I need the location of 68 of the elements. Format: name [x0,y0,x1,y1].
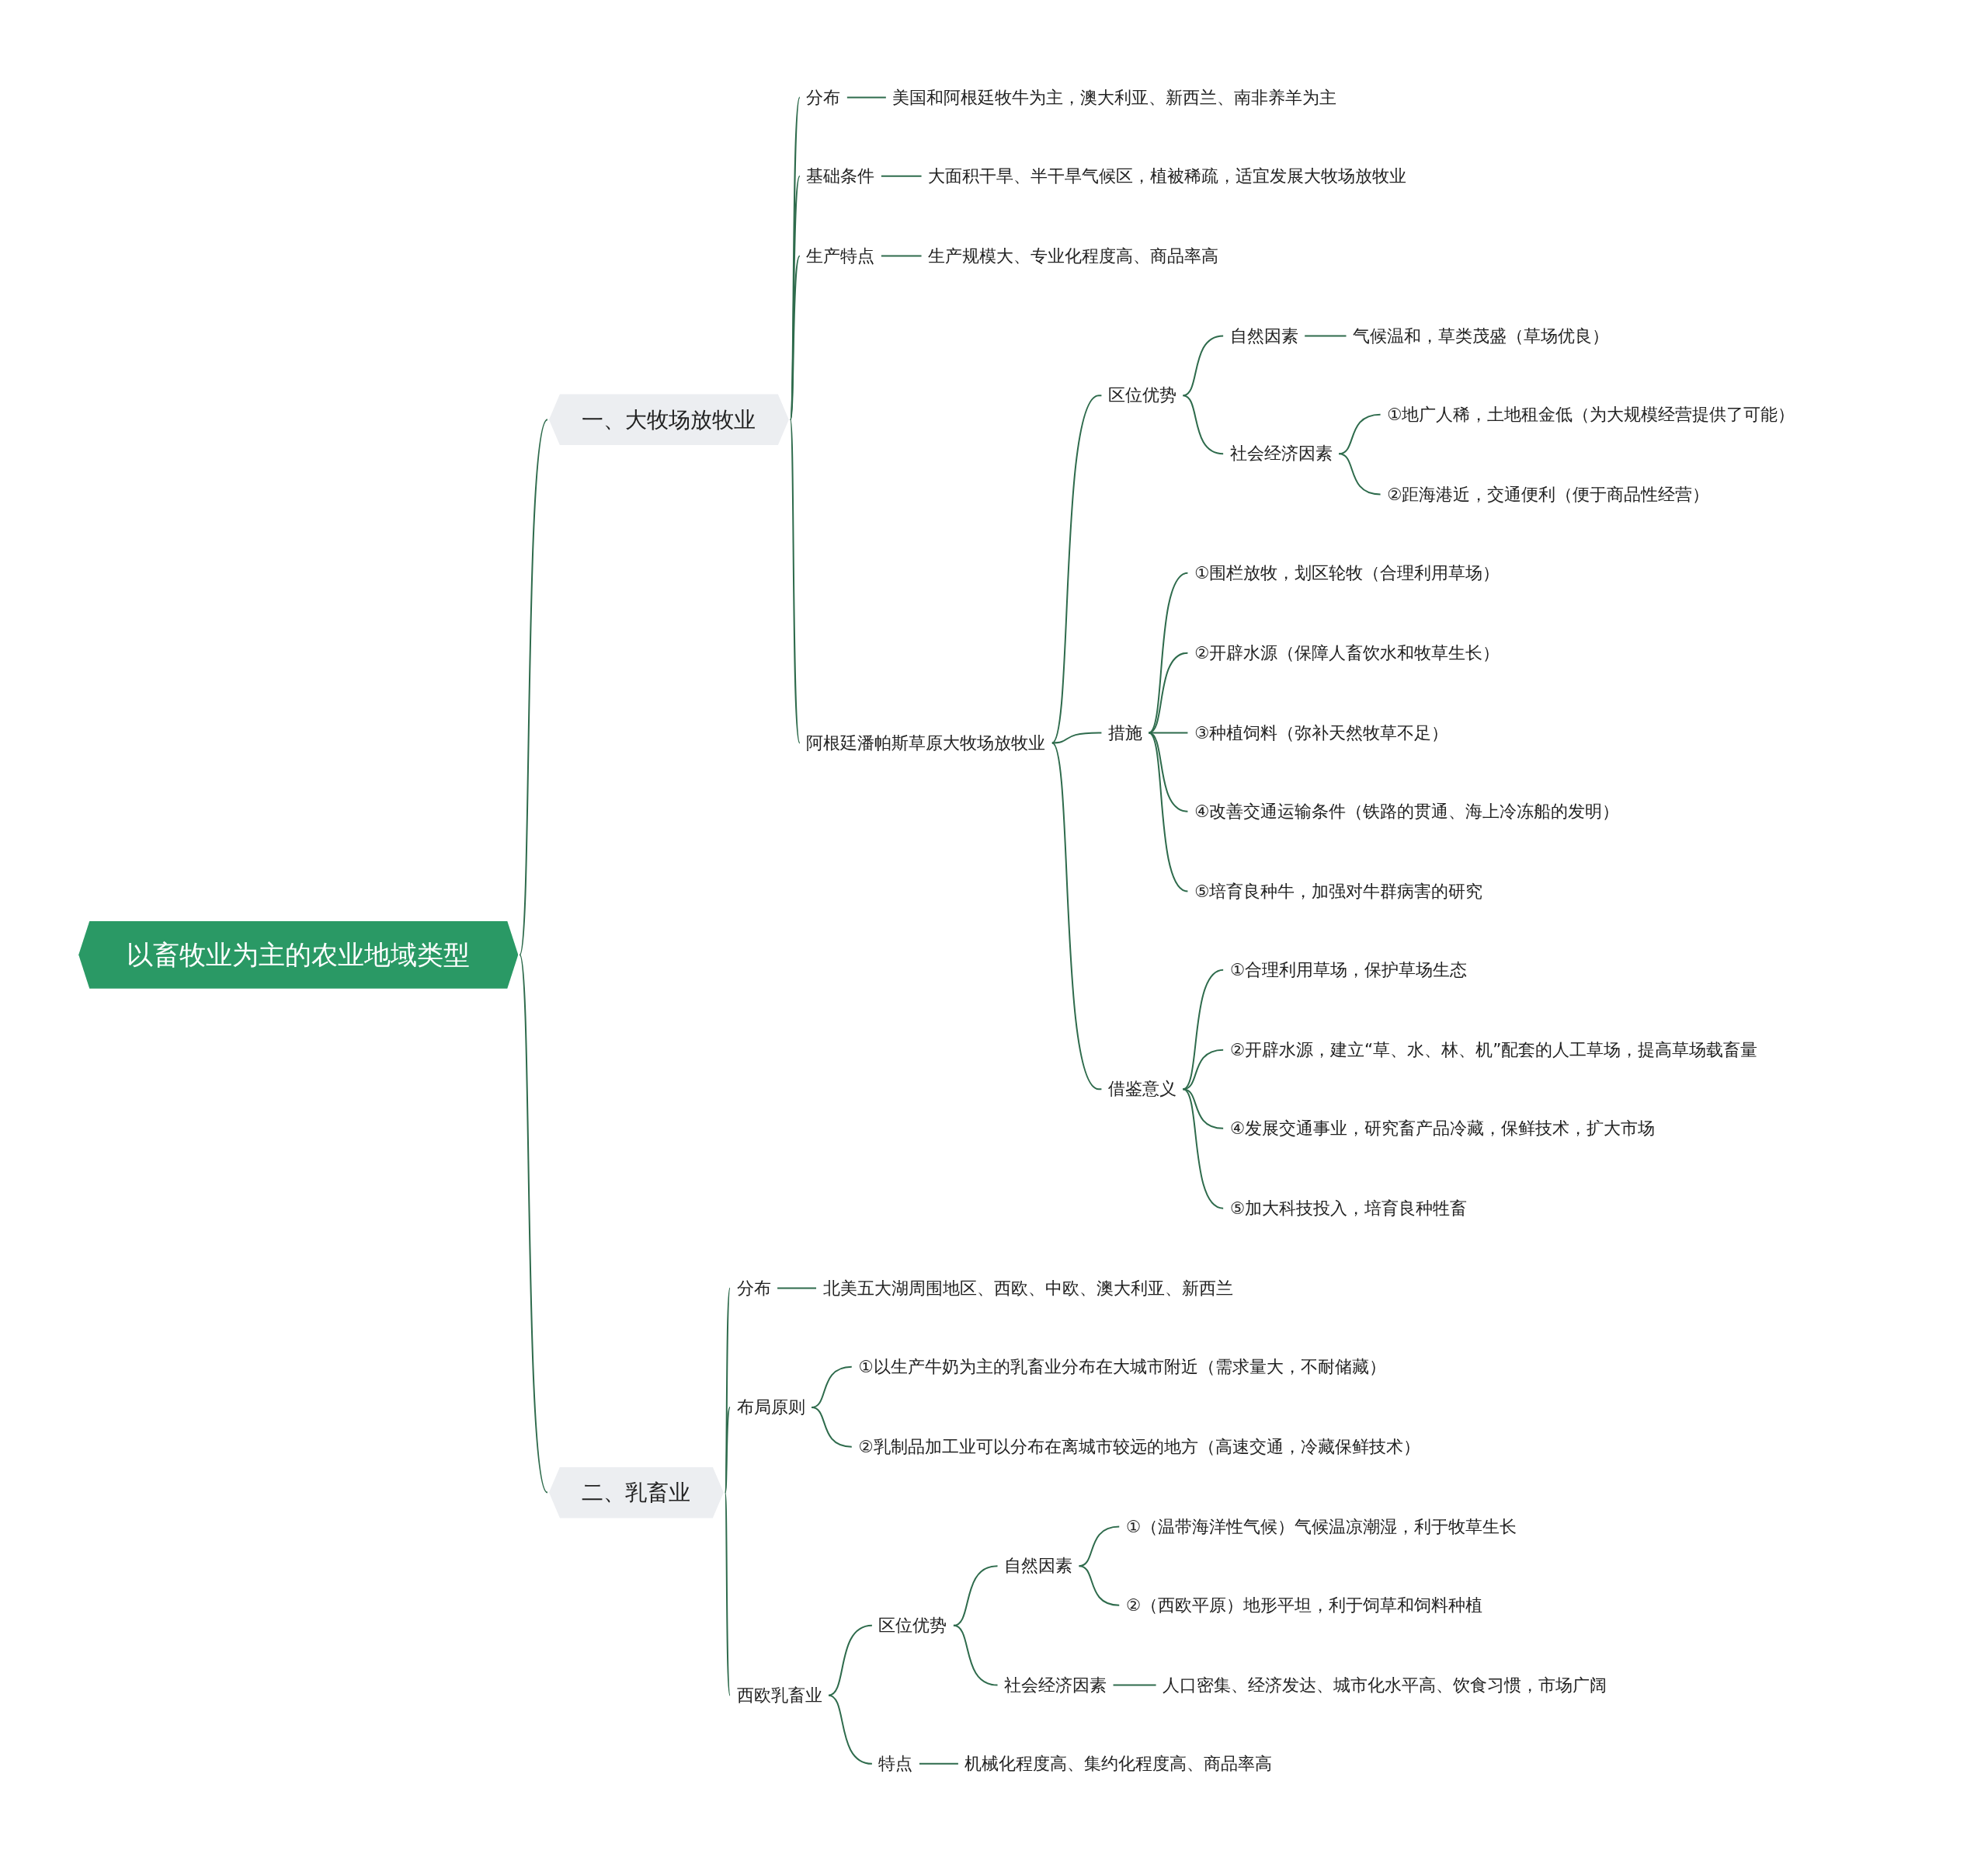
topic-label: 特点 [873,1750,918,1778]
topic-label: 基础条件 [801,162,880,190]
topic-label: 人口密集、经济发达、城市化水平高、饮食习惯，市场广阔 [1157,1671,1612,1699]
main-topic: 一、大牧场放牧业 [548,394,789,446]
connector-line [1051,395,1103,744]
topic-label: ④发展交通事业，研究畜产品冷藏，保鲜技术，扩大市场 [1225,1115,1660,1143]
connector-line [1304,335,1347,337]
topic-label: ②乳制品加工业可以分布在离城市较远的地方（高速交通，冷藏保鲜技术） [853,1432,1426,1461]
topic-label: 美国和阿根廷牧牛为主，澳大利亚、新西兰、南非养羊为主 [887,83,1342,112]
topic-label: 气候温和，草类茂盛（草场优良） [1347,322,1614,350]
topic-label: ②开辟水源，建立“草、水、林、机”配套的人工草场，提高草场载畜量 [1225,1035,1763,1064]
connector-line [789,255,801,421]
connector-line [789,419,801,744]
topic-label: 借鉴意义 [1103,1075,1182,1104]
connector-line [1338,453,1382,496]
topic-label: 自然因素 [1225,322,1304,350]
topic-label: ①以生产牛奶为主的乳畜业分布在大城市附近（需求量大，不耐储藏） [853,1353,1392,1381]
connector-line [724,1491,732,1696]
topic-label: 自然因素 [999,1552,1078,1580]
topic-label: 分布 [732,1274,777,1303]
topic-label: 机械化程度高、集约化程度高、商品率高 [959,1750,1277,1778]
topic-label: 布局原则 [732,1393,811,1421]
topic-label: ③种植饲料（弥补天然牧草不足） [1189,718,1454,747]
connector-line [1338,413,1382,455]
topic-label: 区位优势 [1103,381,1182,409]
connector-line [1112,1684,1157,1686]
topic-label: 大面积干旱、半干旱气候区，植被稀疏，适宜发展大牧场放牧业 [923,162,1412,190]
topic-label: 生产规模大、专业化程度高、商品率高 [923,242,1224,270]
connector-line [952,1624,999,1686]
connector-line [828,1624,873,1696]
connector-line [777,1287,818,1289]
topic-label: 社会经济因素 [999,1671,1112,1699]
connector-line [519,954,548,1494]
connector-line [1182,1088,1225,1129]
topic-label: ⑤加大科技投入，培育良种牲畜 [1225,1194,1472,1223]
topic-label: 社会经济因素 [1225,440,1338,468]
connector-line [811,1407,853,1448]
root-topic: 以畜牧业为主的农业地域类型 [78,920,519,989]
topic-label: 阿根廷潘帕斯草原大牧场放牧业 [801,729,1051,757]
topic-label: ①地广人稀，土地租金低（为大规模经营提供了可能） [1382,400,1800,429]
connector-line [828,1694,873,1765]
topic-label: ②（西欧平原）地形平坦，利于饲草和饲料种植 [1121,1591,1488,1619]
topic-label: 分布 [801,83,846,112]
topic-label: ②距海港近，交通便利（便于商品性经营） [1382,480,1715,509]
connector-line [1051,742,1103,1091]
connector-line [918,1762,959,1765]
main-topic: 二、乳畜业 [548,1466,724,1518]
topic-label: ①（温带海洋性气候）气候温凉潮湿，利于牧草生长 [1121,1512,1522,1541]
connector-line [519,419,548,956]
topic-label: 区位优势 [873,1612,952,1640]
topic-label: 西欧乳畜业 [732,1681,828,1710]
topic-label: ①合理利用草场，保护草场生态 [1225,955,1472,984]
topic-label: ⑤培育良种牛，加强对牛群病害的研究 [1189,877,1488,906]
connector-line [846,96,887,99]
topic-label: ①围栏放牧，划区轮牧（合理利用草场） [1189,558,1505,587]
connector-line [880,255,923,257]
connector-line [724,1407,732,1494]
topic-label: 北美五大湖周围地区、西欧、中欧、澳大利亚、新西兰 [818,1274,1239,1303]
connector-line [1148,732,1189,892]
topic-label: 生产特点 [801,242,880,270]
topic-label: ②开辟水源（保障人畜饮水和牧草生长） [1189,638,1505,667]
connector-line [1182,395,1225,455]
topic-label: ④改善交通运输条件（铁路的贯通、海上冷冻船的发明） [1189,797,1625,826]
topic-label: 措施 [1103,718,1148,747]
connector-line [1148,732,1189,734]
connector-line [880,175,923,177]
connector-line [1182,1088,1225,1209]
connector-line [1078,1565,1121,1606]
